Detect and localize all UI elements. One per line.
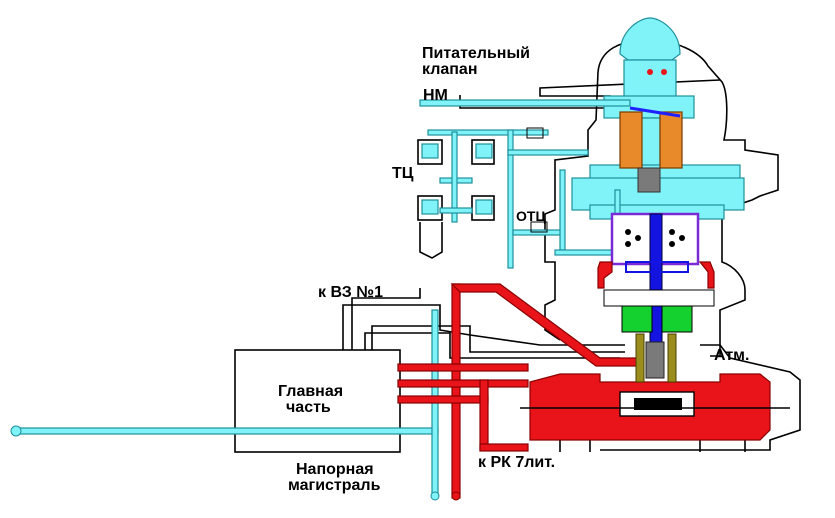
- atm-lines: [700, 344, 721, 357]
- feed-valve-cap: [619, 17, 681, 61]
- red-pipe-h4: [479, 443, 529, 452]
- nm-label: НМ: [423, 87, 448, 104]
- green-valve-right: [661, 301, 693, 333]
- red-pipe-bottom: [451, 491, 461, 501]
- supply-line-h: [17, 427, 439, 435]
- blue-plate: [625, 261, 689, 273]
- otc-valve: [530, 221, 548, 233]
- brake-bracket-right: [698, 261, 715, 289]
- nm-indicator: [629, 106, 681, 118]
- orange-sleeve: [619, 111, 683, 169]
- return-pipe-2: [364, 332, 620, 359]
- tc-pipe-down: [507, 129, 514, 269]
- otc-label: ОТЦ: [516, 208, 546, 224]
- tc-label: ТЦ: [392, 165, 414, 182]
- green-valve-left: [621, 301, 653, 333]
- feed-valve-label-2: клапан: [422, 61, 478, 78]
- vz-pipe: [351, 288, 421, 350]
- supply-line-bottom: [430, 491, 440, 501]
- bottom-supports: [559, 430, 746, 452]
- tc-fitting-d: [475, 199, 493, 215]
- supply-line-label-2: магистраль: [288, 477, 381, 494]
- feed-valve-body: [623, 59, 677, 99]
- red-pipe-h2: [397, 379, 529, 388]
- red-pipe-h1: [397, 363, 529, 372]
- to-rk-label: к РК 7лит.: [478, 454, 556, 471]
- feed-valve-label: Питательный: [422, 45, 530, 62]
- atm-label: Атм.: [714, 347, 750, 364]
- tc-valve: [526, 127, 544, 139]
- supply-line-end: [10, 425, 22, 437]
- to-vz-label: к ВЗ №1: [318, 284, 383, 301]
- supply-line-label: Напорная: [296, 461, 374, 478]
- main-part-label-2: часть: [286, 399, 331, 416]
- tc-pipe-h3: [439, 207, 473, 214]
- brake-bracket-left: [597, 261, 613, 289]
- red-pipe-h3: [397, 395, 489, 404]
- otc-pipe-h: [554, 249, 616, 256]
- gray-core: [645, 341, 665, 379]
- brake-piston-core: [634, 398, 682, 410]
- olive-bar-left: [635, 333, 645, 383]
- tc-pipe-v1: [451, 131, 458, 223]
- red-pipe-v1: [451, 283, 461, 499]
- olive-bar-right: [667, 333, 677, 383]
- vz-pipe-2: [342, 304, 625, 350]
- tc-fitting-b: [475, 143, 493, 159]
- otc-pipe-v: [559, 169, 566, 251]
- tc-pipe-to-valve: [507, 149, 589, 156]
- tc-fitting-a: [421, 143, 439, 159]
- main-part-label: Главная: [278, 383, 344, 400]
- nm-pipe: [419, 99, 631, 107]
- red-pipe-v2: [479, 379, 489, 451]
- gray-plunger: [637, 167, 661, 193]
- tc-fitting-c: [421, 199, 439, 215]
- supply-line-v: [431, 309, 439, 499]
- brake-parts: [397, 261, 771, 499]
- springs: [625, 69, 685, 247]
- green-valve-frame: [603, 289, 715, 307]
- valve-body-left: [544, 71, 599, 341]
- tc-pipe-h1: [427, 129, 549, 136]
